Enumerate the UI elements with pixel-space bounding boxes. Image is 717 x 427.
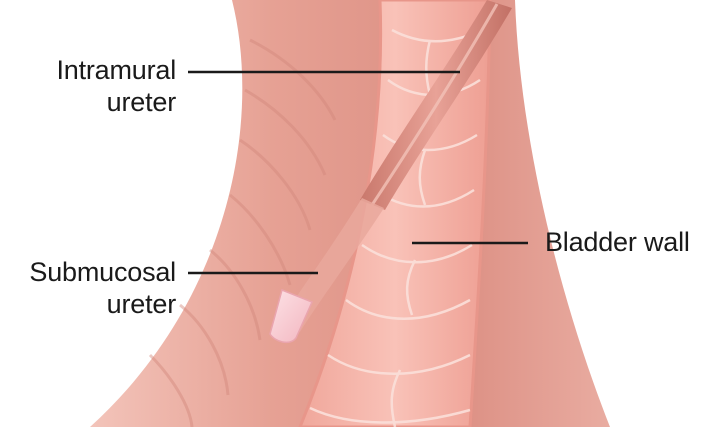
label-submucosal-line2: ureter — [6, 288, 176, 320]
label-intramural-line1: Intramural — [30, 54, 176, 86]
label-intramural-line2: ureter — [30, 86, 176, 118]
label-submucosal-line1: Submucosal — [6, 256, 176, 288]
label-intramural-ureter: Intramural ureter — [30, 54, 176, 118]
label-bladder-wall: Bladder wall — [545, 226, 690, 258]
label-submucosal-ureter: Submucosal ureter — [6, 256, 176, 320]
